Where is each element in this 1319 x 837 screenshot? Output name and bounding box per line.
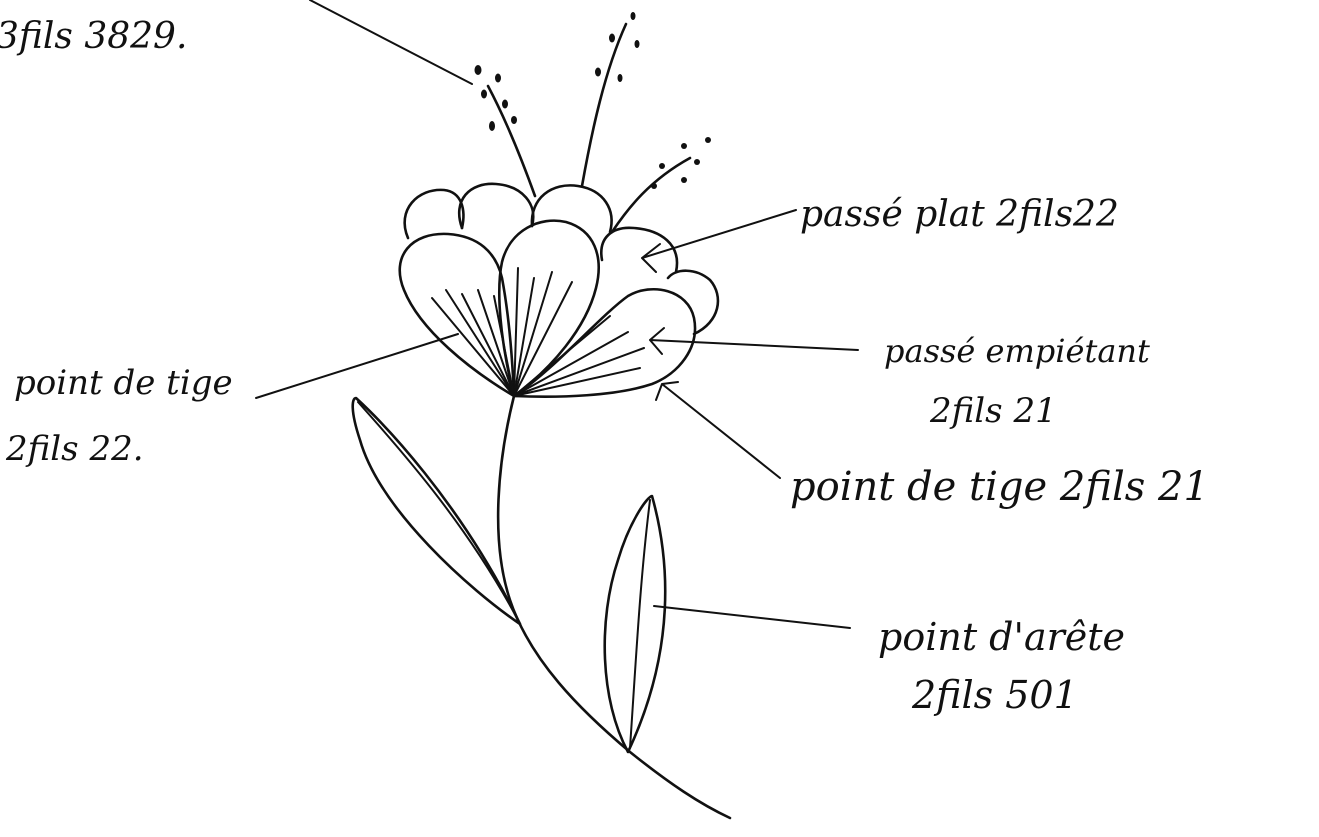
leaf-right-midrib <box>630 500 650 748</box>
label-point-tige-left-line1: point de tige <box>14 363 233 403</box>
leaf-right-outline <box>605 496 666 752</box>
leader-lines <box>256 0 858 628</box>
label-passe-empietant-line2: 2fils 21 <box>929 391 1057 431</box>
stamen-left <box>488 86 535 196</box>
back-petal-1 <box>405 190 464 238</box>
back-petal-2 <box>459 184 533 228</box>
leaf-left <box>353 398 520 624</box>
stamen-middle <box>582 24 626 186</box>
leader-passe-empietant <box>650 328 858 354</box>
front-petals <box>400 221 695 397</box>
label-point-arete-line2: 2fils 501 <box>911 673 1078 717</box>
anther-dots-left <box>475 65 518 131</box>
labels: 3fils 3829. passé plat 2fils22 passé emp… <box>0 16 1209 717</box>
leader-point-tige-right <box>656 382 780 478</box>
label-point-tige-left-line2: 2fils 22. <box>5 429 144 469</box>
label-top-left: 3fils 3829. <box>0 16 187 57</box>
label-point-arete-line1: point d'arête <box>878 615 1125 659</box>
leader-point-tige-left <box>256 334 458 398</box>
label-point-tige-right: point de tige 2fils 21 <box>790 464 1209 510</box>
stamens <box>475 12 712 232</box>
petal-veins <box>432 268 644 396</box>
leader-passe-plat <box>642 210 796 272</box>
back-petals <box>405 184 718 334</box>
leaf-right <box>605 496 666 752</box>
stem <box>498 396 730 818</box>
leader-top-left <box>310 0 472 84</box>
label-passe-empietant-line1: passé empiétant <box>884 332 1150 370</box>
leaf-left-midrib <box>358 402 518 620</box>
label-passe-plat: passé plat 2fils22 <box>800 194 1119 235</box>
stamen-right <box>612 158 690 232</box>
leaf-left-outline <box>353 398 520 624</box>
leader-point-arete <box>654 606 850 628</box>
back-petal-right-lower <box>668 271 718 334</box>
